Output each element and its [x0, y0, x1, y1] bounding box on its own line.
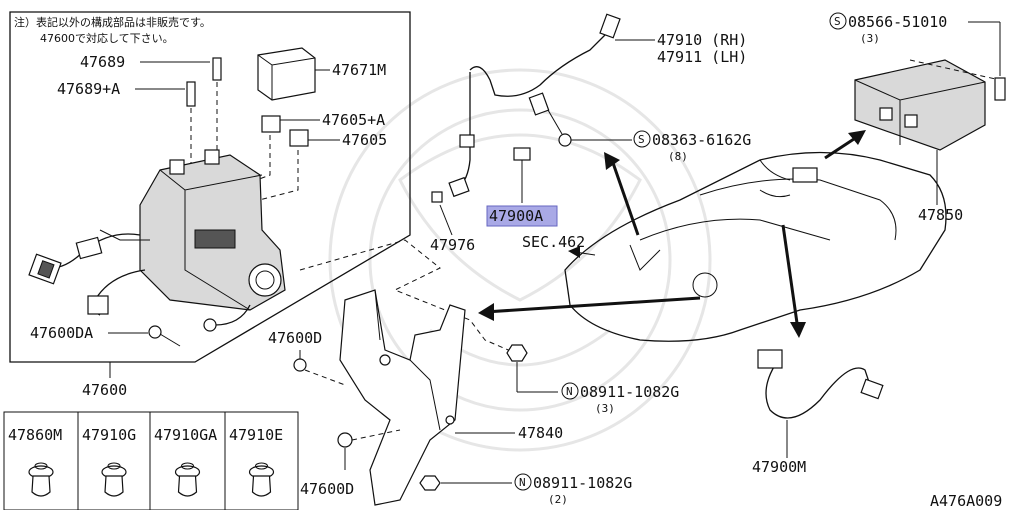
svg-text:S: S: [638, 133, 645, 146]
relay-box-47671m: [257, 47, 330, 101]
nut-08911-bottom: [419, 475, 512, 491]
label-47900a[interactable]: 47900A: [489, 207, 543, 225]
fastener-label: 47860M: [8, 426, 62, 444]
vehicle-body: [564, 151, 947, 342]
clip-body: [104, 475, 124, 497]
screw-08566: [968, 21, 1006, 101]
clip-body: [31, 475, 51, 497]
label-47605a: 47605+A: [322, 111, 385, 129]
label-47689a: 47689+A: [57, 80, 120, 98]
fastener-label: 47910E: [229, 426, 283, 444]
clip-top: [255, 462, 268, 470]
svg-text:N: N: [519, 476, 526, 489]
bolt-47689: [140, 57, 222, 160]
sensor-harness-47900m: [757, 349, 884, 458]
clip-top: [107, 462, 121, 470]
fastener-label: 47910G: [82, 426, 136, 444]
label-08911-bottom: 08911-1082G: [533, 474, 632, 492]
label-08566: 08566-51010: [848, 13, 947, 31]
clip-body: [177, 475, 198, 497]
svg-text:N: N: [566, 385, 573, 398]
clip-top: [181, 462, 194, 470]
clip-47976: [431, 191, 453, 236]
control-module-47850: [854, 59, 1001, 205]
arrow-to-47900m: [781, 224, 800, 331]
fastener-47910e: 47910E: [229, 426, 283, 497]
bracket-47840: [339, 289, 515, 506]
label-47671m: 47671M: [332, 61, 386, 79]
label-sec462: SEC.462: [522, 233, 585, 251]
svg-text:S: S: [834, 15, 841, 28]
note-line-2: 47600で対応して下さい。: [40, 31, 174, 45]
qty-08566: (3): [860, 32, 880, 45]
fastener-47910g: 47910G: [82, 426, 136, 497]
relay-47605: [289, 129, 340, 147]
highlight-47900a: [486, 205, 558, 227]
bolt-47689a: [135, 81, 196, 170]
label-47600d-top: 47600D: [268, 329, 322, 347]
qty-08911-bottom: (2): [548, 493, 568, 506]
label-47600: 47600: [82, 381, 127, 399]
bolt-47600d-bottom: [337, 429, 401, 470]
label-47900m: 47900M: [752, 458, 806, 476]
relay-47605a: [261, 115, 320, 133]
clip-body: [251, 475, 272, 497]
label-47911: 47911 (LH): [657, 48, 747, 66]
bolt-47900a: [513, 147, 531, 203]
label-47850: 47850: [918, 206, 963, 224]
abs-actuator: [99, 149, 286, 311]
screw-08363: [547, 109, 632, 147]
label-47600da: 47600DA: [30, 324, 93, 342]
watermark-emblem: [328, 68, 712, 452]
arrow-to-sensor: [610, 159, 640, 236]
label-08363: 08363-6162G: [652, 131, 751, 149]
label-47910: 47910 (RH): [657, 31, 747, 49]
actuator-harness: [28, 233, 251, 332]
label-code: A476A009: [930, 492, 1002, 510]
fastener-47860m: 47860M: [8, 426, 62, 497]
label-47600d-bottom: 47600D: [300, 480, 354, 498]
arrow-to-bracket: [484, 296, 701, 314]
bolt-47600d-top: [293, 350, 346, 386]
screw-47600da: [108, 325, 181, 347]
s-mark-08566: S: [829, 12, 847, 30]
n-mark-08911-top: N: [561, 382, 579, 400]
nut-08911-top: [506, 344, 558, 393]
label-47689: 47689: [80, 53, 125, 71]
label-47605: 47605: [342, 131, 387, 149]
label-08911-top: 08911-1082G: [580, 383, 679, 401]
wheel-sensor-47910: [448, 13, 655, 198]
fastener-47910ga: 47910GA: [154, 426, 217, 497]
fastener-label: 47910GA: [154, 426, 217, 444]
abs-actuator-assembly-box: 注）表記以外の構成部品は非販売です。 47600で対応して下さい。 47671M…: [9, 11, 411, 399]
clip-top: [34, 462, 48, 470]
s-mark-08363: S: [633, 130, 651, 148]
label-47840: 47840: [518, 424, 563, 442]
note-line-1: 注）表記以外の構成部品は非販売です。: [14, 15, 211, 29]
label-47976: 47976: [430, 236, 475, 254]
n-mark-08911-bottom: N: [514, 473, 532, 491]
qty-08911-top: (3): [595, 402, 615, 415]
qty-08363: (8): [668, 150, 688, 163]
